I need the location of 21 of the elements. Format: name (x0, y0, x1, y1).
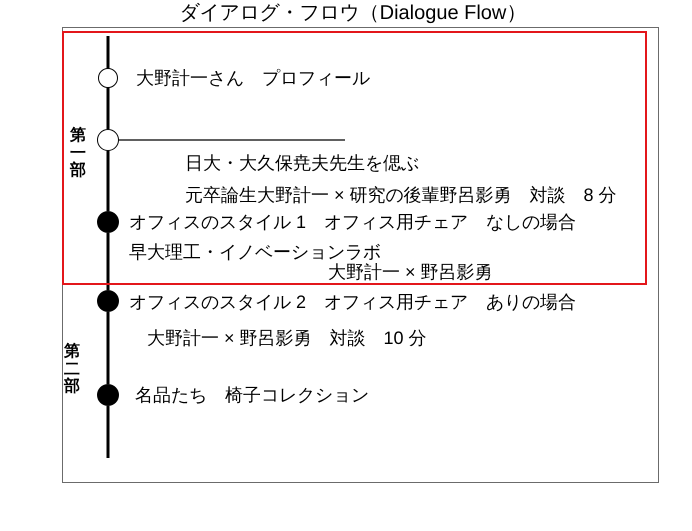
entry-text: 元卒論生大野計一 × 研究の後輩野呂影勇 対談 8 分 (185, 184, 617, 206)
part-label: 第二部 (64, 343, 80, 396)
outer-frame (62, 27, 659, 483)
timeline-line (106, 233, 110, 290)
timeline-line (106, 151, 110, 211)
entry-text: 大野計一さん プロフィール (136, 67, 370, 89)
entry-text: 大野計一 × 野呂影勇 対談 10 分 (147, 327, 427, 349)
entry-text: 名品たち 椅子コレクション (135, 384, 369, 406)
entry-text: 早大理工・イノベーションラボ (129, 241, 381, 263)
timeline-line (106, 88, 110, 129)
highlight-frame (62, 31, 647, 285)
timeline-line (106, 406, 110, 458)
diagram-title: ダイアログ・フロウ（Dialogue Flow） (180, 1, 526, 25)
entry-text: オフィスのスタイル 1 オフィス用チェア なしの場合 (129, 211, 576, 233)
divider-line (119, 139, 345, 141)
entry-text: 大野計一 × 野呂影勇 (328, 261, 493, 283)
part-label: 第一部 (70, 127, 86, 180)
entry-text: 日大・大久保尭夫先生を偲ぶ (185, 152, 419, 174)
timeline-line (106, 36, 110, 68)
entry-text: オフィスのスタイル 2 オフィス用チェア ありの場合 (129, 291, 576, 313)
timeline-line (106, 312, 110, 384)
